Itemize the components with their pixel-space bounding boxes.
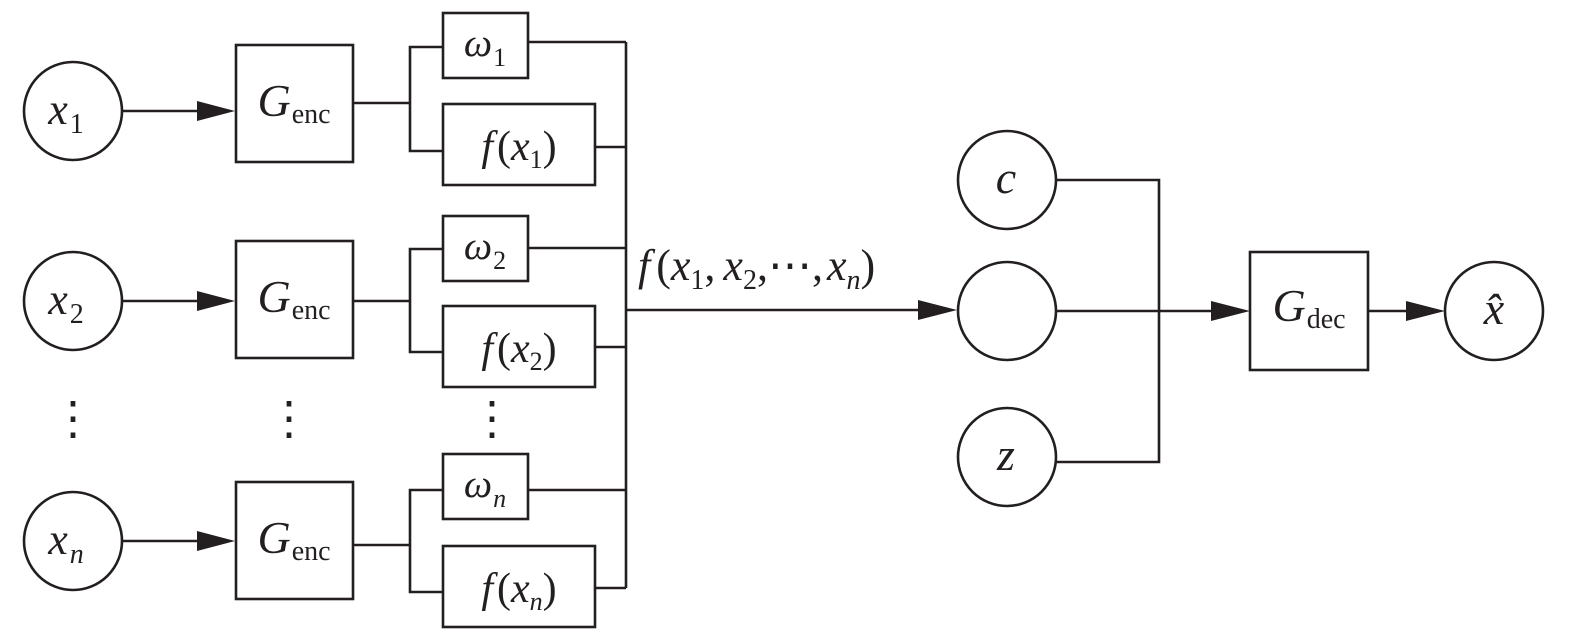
combined-arrowhead bbox=[918, 300, 957, 320]
feature-box-1 bbox=[441, 102, 597, 187]
encoder-box-1 bbox=[234, 43, 355, 164]
feature-label-1: f(x1) bbox=[481, 124, 556, 174]
condition-label: c bbox=[996, 152, 1016, 203]
output-label: x̂ bbox=[1483, 283, 1505, 334]
noise-label: z bbox=[996, 429, 1015, 480]
arrowhead-2 bbox=[197, 291, 235, 311]
arrowhead-n bbox=[197, 531, 235, 551]
decoder-box bbox=[1248, 250, 1370, 372]
ellipsis-weights: ⋮ bbox=[469, 393, 515, 444]
feature-box-n bbox=[441, 544, 597, 629]
encoder-box-n bbox=[234, 480, 355, 601]
weight-label-n: ωn bbox=[464, 461, 506, 513]
encoder-box-2 bbox=[234, 239, 355, 360]
ellipsis-encoders: ⋮ bbox=[266, 393, 312, 444]
input-label-1: x1 bbox=[47, 85, 84, 140]
merge-arrowhead bbox=[1211, 301, 1250, 321]
output-arrowhead bbox=[1406, 301, 1445, 321]
weight-label-1: ω1 bbox=[464, 20, 506, 72]
encoder-label-2: Genc bbox=[257, 271, 330, 326]
arrowhead-1 bbox=[197, 101, 235, 121]
decoder-label: Gdec bbox=[1272, 280, 1345, 335]
ellipsis-group: ⋮ ⋮ ⋮ bbox=[50, 393, 515, 444]
merge-bracket bbox=[1056, 178, 1161, 464]
input-label-2: x2 bbox=[47, 275, 84, 330]
branch-n: xn Genc ωn f(xn) bbox=[22, 452, 626, 629]
branch-1: x1 Genc ω1 f(x1) bbox=[22, 11, 626, 187]
feature-label-n: f(xn) bbox=[481, 566, 556, 616]
feature-label-2: f(x2) bbox=[481, 326, 556, 376]
combined-node bbox=[956, 260, 1058, 362]
input-label-n: xn bbox=[47, 515, 84, 570]
encoder-label-1: Genc bbox=[257, 75, 330, 130]
combined-feature-label: f(x1,x2,⋯,xn) bbox=[638, 241, 875, 296]
weight-box-1 bbox=[441, 11, 530, 80]
ellipsis-inputs: ⋮ bbox=[50, 393, 96, 444]
weight-box-n bbox=[441, 452, 530, 521]
weight-label-2: ω2 bbox=[464, 223, 506, 275]
split-fork-n bbox=[408, 488, 443, 594]
feature-box-2 bbox=[441, 304, 597, 389]
split-fork-2 bbox=[408, 247, 443, 354]
encoder-label-n: Genc bbox=[257, 512, 330, 567]
branch-2: x2 Genc ω2 f(x2) bbox=[22, 214, 626, 389]
noise-node bbox=[956, 406, 1058, 508]
split-fork-1 bbox=[408, 45, 443, 153]
output-node bbox=[1443, 260, 1545, 362]
